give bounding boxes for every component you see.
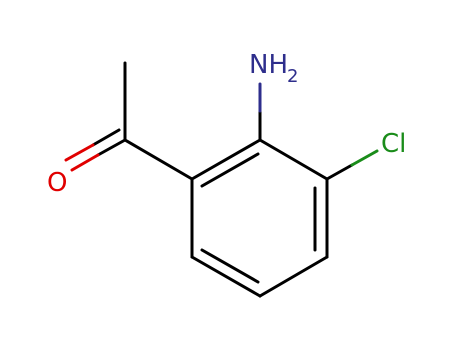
bond-carbonyl-oxygen-1b [70, 153, 100, 172]
bond-ring-c1-c2-inner [200, 152, 260, 188]
bond-ring-c5-c6-inner [200, 248, 260, 284]
chlorine-label: Cl [381, 129, 406, 159]
bond-ring-c4-c5 [258, 255, 329, 298]
bond-carbonyl-ring [123, 138, 194, 181]
bond-ring-chlorine-1 [325, 163, 354, 181]
bond-carbonyl-oxygen-1 [96, 138, 127, 157]
oxygen-label: O [47, 168, 67, 198]
bond-ring-c2-c3 [258, 138, 329, 181]
bond-carbonyl-oxygen-2b [64, 143, 95, 162]
amine-subscript: 2 [287, 66, 298, 87]
bond-ring-c5-c6 [190, 255, 262, 298]
bond-ring-c1-c2 [190, 138, 262, 181]
amine-label-main: NH [249, 50, 288, 80]
bond-carbonyl-oxygen-2 [91, 128, 121, 147]
amine-label: NH [249, 50, 288, 80]
bond-ring-chlorine-2 [350, 149, 379, 167]
